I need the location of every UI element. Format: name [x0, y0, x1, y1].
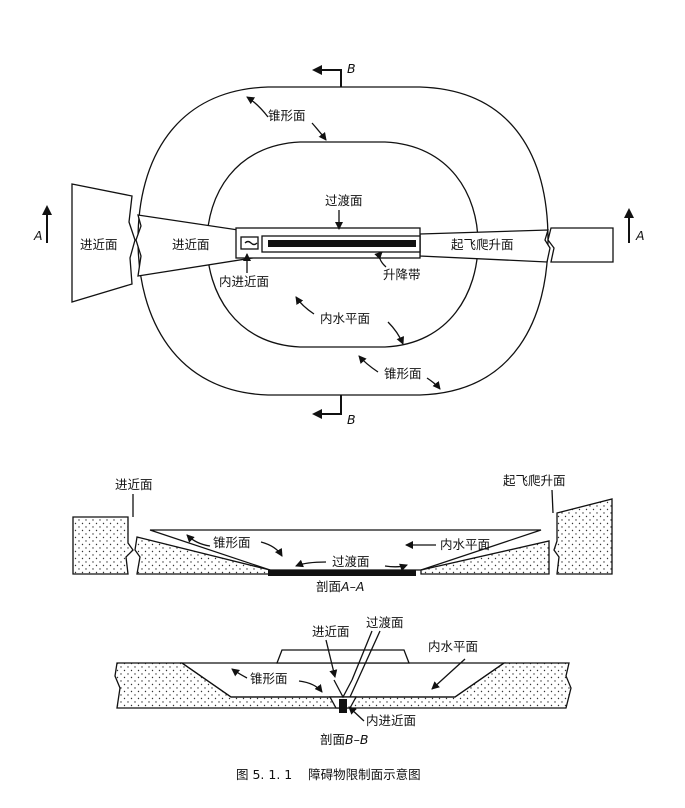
label-section-b-top: B — [347, 61, 356, 76]
inner-approach-surface-box — [240, 236, 259, 250]
label-approach-left-inner: 进近面 — [172, 237, 210, 252]
label-approach-left-outer: 进近面 — [80, 237, 118, 252]
label-inner-horizontal: 内水平面 — [320, 311, 370, 326]
label-aa-takeoff-climb: 起飞爬升面 — [503, 473, 566, 488]
outer-approach-surface-box — [71, 183, 136, 303]
conical-surface-outer-outline — [137, 86, 549, 396]
label-transitional: 过渡面 — [325, 193, 363, 208]
label-bb-transitional: 过渡面 — [366, 615, 404, 630]
label-aa-transitional: 过渡面 — [332, 554, 370, 569]
pointer-aa-transitional-left — [295, 559, 327, 568]
label-runway-strip: 升降带 — [383, 267, 421, 282]
label-aa-inner-horizontal: 内水平面 — [440, 537, 490, 552]
section-b-bottom-arrow-line — [322, 395, 342, 415]
label-bb-conical: 锥形面 — [250, 671, 288, 686]
pointer-bb-conical-left — [231, 668, 248, 679]
section-b-bottom-arrowhead — [312, 409, 322, 419]
label-bb-inner-approach: 内进近面 — [366, 713, 416, 728]
inner-approach-squiggle — [244, 240, 258, 246]
pointer-aa-takeoff-climb — [551, 489, 554, 514]
pointer-bb-transitional-a — [351, 630, 373, 681]
section-aa-right-takeoff-block — [553, 498, 613, 575]
plan-view: B B A A 锥形面 过渡面 进近面 进近面 起飞爬升面 升降带 内进近面 内… — [33, 61, 645, 427]
label-aa-approach: 进近面 — [115, 477, 153, 492]
pointer-bb-inner-approach — [348, 706, 365, 722]
section-bb-pit-transitional — [333, 679, 353, 699]
pointer-bb-approach — [325, 639, 338, 678]
pointer-bb-transitional-b — [349, 630, 381, 698]
section-aa-runway — [268, 570, 416, 576]
label-bb-approach: 进近面 — [312, 624, 350, 639]
inner-horizontal-surface-outline — [206, 141, 479, 348]
pointer-bb-conical-right — [298, 680, 323, 693]
figure-caption: 图 5. 1. 1 障碍物限制面示意图 — [236, 767, 421, 782]
label-inner-approach: 内进近面 — [219, 274, 269, 289]
label-conical-bottom: 锥形面 — [384, 366, 422, 381]
section-bb-ground — [114, 662, 572, 709]
section-a-right-arrowhead — [624, 208, 634, 218]
pointer-aa-conical-right — [260, 541, 283, 557]
section-bb-runway — [339, 699, 347, 713]
section-bb-approach-cap — [276, 649, 410, 664]
label-aa-conical: 锥形面 — [213, 535, 251, 550]
runway — [268, 240, 416, 247]
pointer-conical-top-outer — [246, 96, 269, 118]
pointer-bb-inner-horizontal — [431, 658, 466, 690]
section-b-top-arrow-line — [322, 69, 342, 87]
label-takeoff-climb: 起飞爬升面 — [451, 237, 514, 252]
pointer-aa-conical-left — [186, 534, 211, 547]
section-aa-right-slope — [420, 540, 550, 575]
pointer-runway-strip — [374, 251, 387, 268]
section-aa: 进近面 起飞爬升面 锥形面 内水平面 过渡面 剖面A–A — [72, 473, 613, 594]
section-bb: 进近面 过渡面 内水平面 锥形面 内进近面 剖面B–B — [114, 615, 572, 747]
pointer-inner-horizontal-right — [387, 321, 404, 345]
label-section-a-right: A — [635, 228, 645, 243]
label-bb-inner-horizontal: 内水平面 — [428, 639, 478, 654]
pointer-conical-top-inner — [311, 122, 327, 141]
label-section-a-left: A — [33, 228, 43, 243]
section-a-left-arrowhead — [42, 205, 52, 215]
outer-takeoff-climb-box — [547, 227, 614, 263]
pointer-conical-bottom-inner — [358, 355, 379, 373]
section-b-top-arrowhead — [312, 65, 322, 75]
label-section-b-bottom: B — [347, 412, 356, 427]
pointer-aa-transitional-right — [384, 563, 408, 572]
label-conical-top: 锥形面 — [268, 108, 306, 123]
pointer-inner-horizontal-left — [295, 296, 315, 315]
section-aa-left-approach-block — [72, 516, 134, 575]
pointer-conical-bottom-outer — [426, 377, 441, 390]
caption-section-aa: 剖面A–A — [316, 579, 364, 594]
caption-section-bb: 剖面B–B — [320, 732, 368, 747]
